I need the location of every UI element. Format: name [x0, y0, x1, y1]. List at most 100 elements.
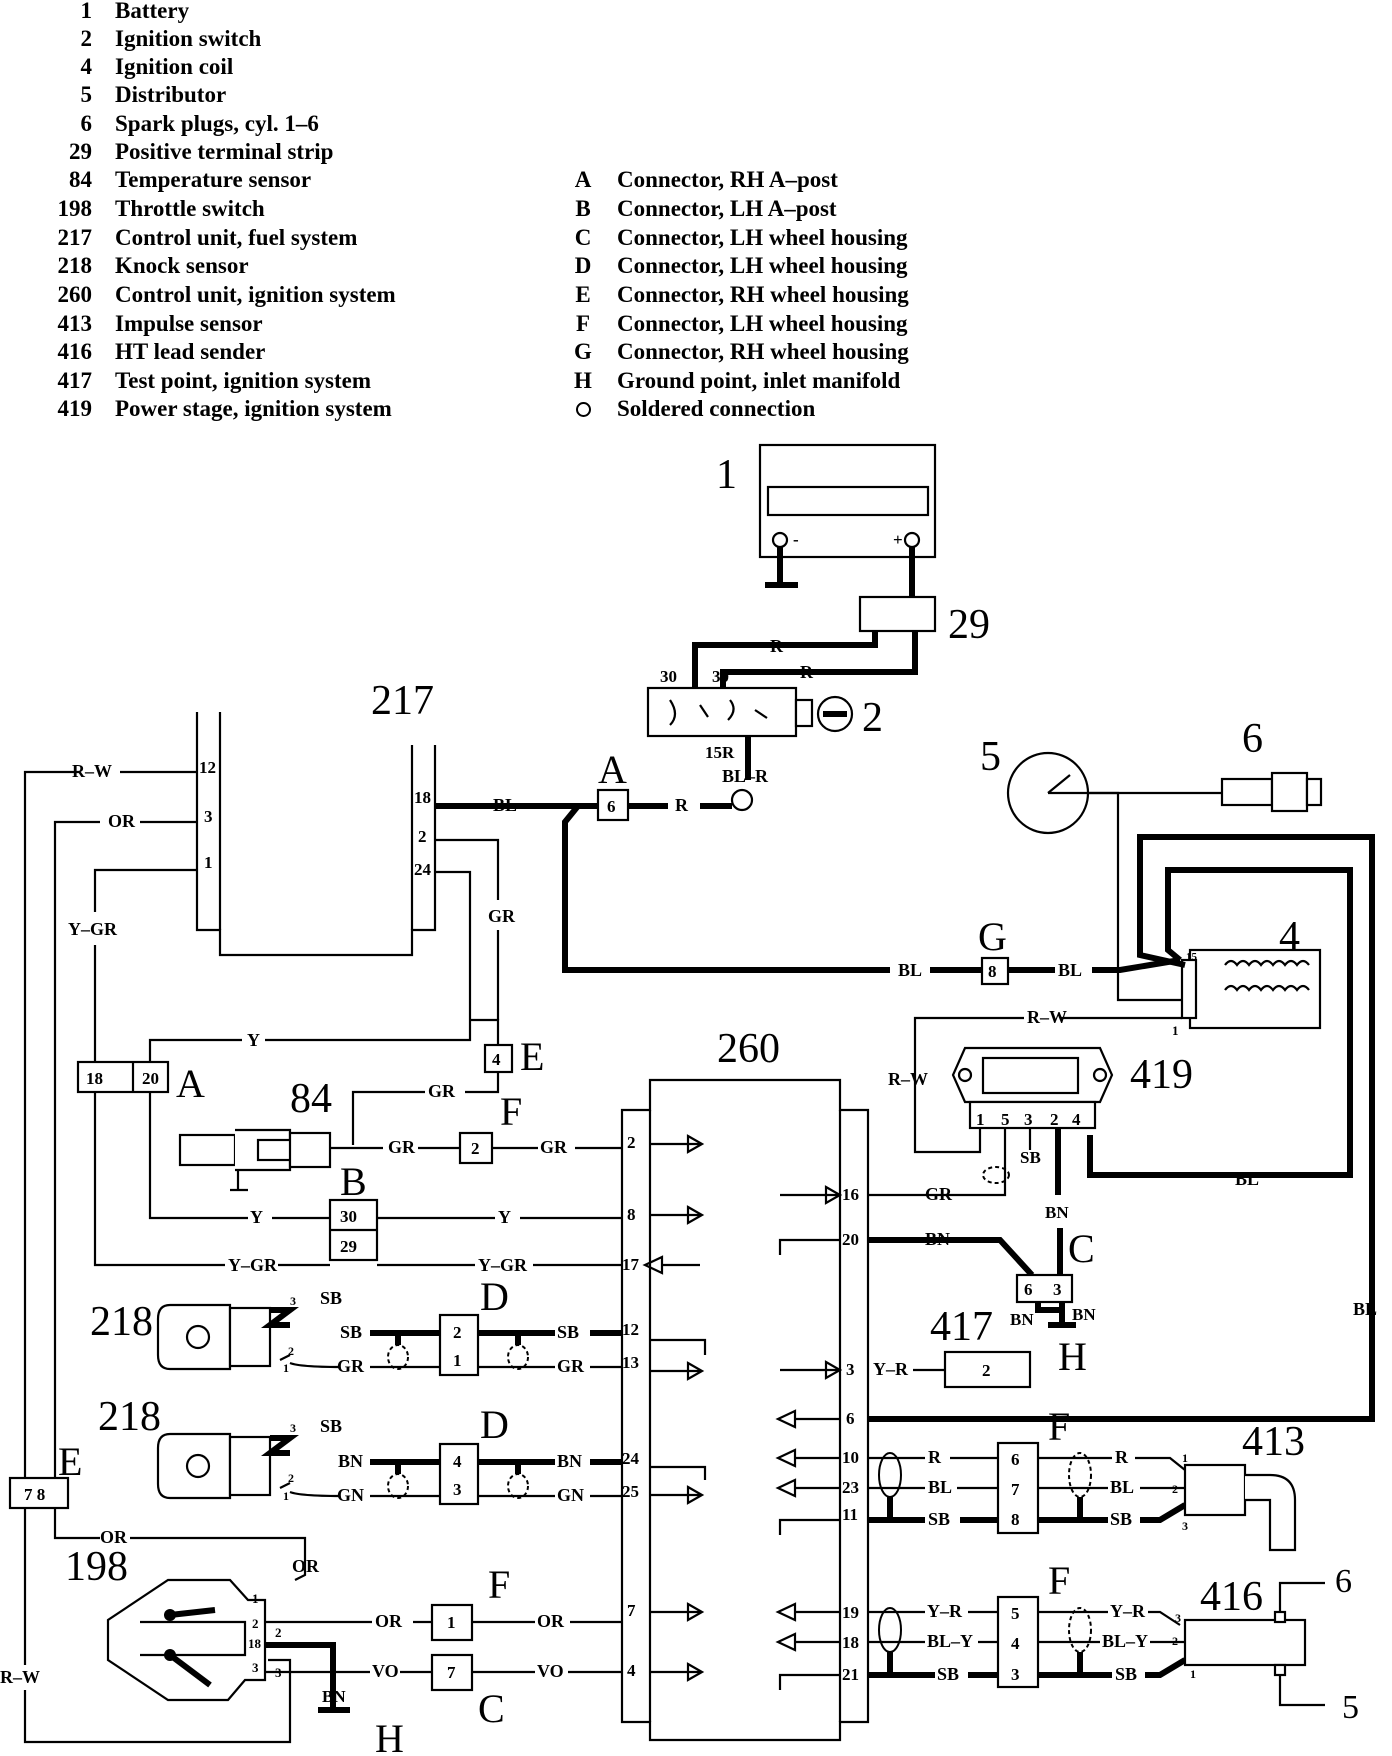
cu260-pin-16: 16	[842, 1185, 859, 1204]
cu260-pin-2: 2	[627, 1133, 636, 1152]
wire-label-sb: SB	[320, 1416, 342, 1436]
wire-label-bl-r: BL–R	[722, 766, 769, 786]
legend-number: 1	[80, 0, 93, 23]
ignition-coil: 4 15 1	[1172, 914, 1322, 1038]
cu260-pin-4: 4	[627, 1661, 636, 1680]
right-grounds	[778, 1238, 840, 1690]
legend-text: Connector, LH wheel housing	[617, 225, 908, 250]
fuel-control-unit-number: 217	[371, 678, 434, 724]
legend-number: 218	[57, 253, 93, 278]
legend-item: 5 Distributor	[0, 81, 480, 109]
legend-letter: E	[575, 282, 591, 307]
test-point	[943, 1350, 1032, 1389]
wire-label-r-w: R–W	[1027, 1007, 1067, 1027]
soldered-connection-symbol	[570, 395, 596, 424]
wire-bl-6	[868, 834, 1375, 1422]
legend-text: Temperature sensor	[115, 167, 312, 192]
wire-label-r: R	[928, 1447, 942, 1467]
wire-label-bl: BL	[1058, 960, 1082, 980]
wire-label-gr: GR	[925, 1184, 953, 1204]
coil-terminal-15: 15	[1186, 951, 1198, 963]
legend-letter: C	[574, 225, 592, 250]
legend-text: Connector, RH wheel housing	[617, 339, 909, 364]
cu217-pin-1: 1	[204, 853, 213, 872]
legend-number: 413	[57, 311, 93, 336]
legend-text: Ground point, inlet manifold	[617, 368, 901, 393]
cu260-pin-8: 8	[627, 1205, 636, 1224]
legend-number: 419	[57, 396, 93, 421]
imp-pin-2: 2	[1172, 1482, 1178, 1496]
legend-text: Distributor	[115, 82, 227, 107]
wire-r-2	[720, 631, 918, 688]
cu260-pin-12: 12	[622, 1320, 639, 1339]
wire-label-bl: BL	[898, 960, 922, 980]
impulse-sensor-number: 413	[1242, 1419, 1305, 1465]
wire-label-sb: SB	[557, 1322, 579, 1342]
battery-negative-label: -	[793, 530, 799, 549]
connector-f-label: F	[500, 1089, 522, 1134]
ps-pin-1: 1	[976, 1110, 985, 1129]
ground-h2-label: H	[375, 1716, 404, 1756]
ps-pin-2: 2	[1050, 1110, 1059, 1129]
legend-text: Control unit, fuel system	[115, 225, 358, 250]
cu260-pin-18: 18	[842, 1633, 859, 1652]
terminal-strip	[858, 595, 937, 633]
cu260-pin-10: 10	[842, 1448, 859, 1467]
arrow-17	[642, 1255, 700, 1275]
ignition-switch: 30 30 15R 2	[646, 667, 883, 762]
right-input-arrows	[780, 1185, 843, 1380]
legend-text: Connector, RH wheel housing	[617, 282, 909, 307]
legend-text: Connector, RH A–post	[617, 167, 838, 192]
wire-r-w-198	[23, 1508, 292, 1744]
cu260-pin-20: 20	[842, 1230, 859, 1249]
legend-number: 260	[57, 282, 93, 307]
wire-label-r: R	[1115, 1447, 1129, 1467]
cu217-pin-2: 2	[418, 827, 427, 846]
wire-label-gr: GR	[540, 1137, 568, 1157]
legend-text: HT lead sender	[115, 339, 266, 364]
soldered-connection	[730, 788, 754, 812]
wire-label-gr: GR	[557, 1356, 585, 1376]
imp-pin-3: 3	[1182, 1519, 1188, 1533]
throttle-switch-number: 198	[65, 1544, 128, 1590]
connector-e2-pins: 7 8	[24, 1485, 45, 1504]
legend-text: Power stage, ignition system	[115, 396, 392, 421]
connector-f-pin: 2	[471, 1139, 480, 1158]
connector-d2-top: 4	[453, 1452, 462, 1471]
knock-sensor-1: 218	[90, 1299, 272, 1371]
connector-d1-label: D	[480, 1274, 509, 1319]
knock-sensor-2-number: 218	[98, 1394, 161, 1440]
wire-label-y-r: Y–R	[873, 1359, 909, 1379]
switch-terminal-15r: 15R	[705, 743, 735, 762]
legend-text: Connector, LH A–post	[617, 196, 837, 221]
input-arrows	[650, 1134, 705, 1682]
ht-pin-3: 3	[1175, 1611, 1181, 1625]
wire-y-8	[148, 1092, 622, 1220]
battery: - + 1	[716, 443, 937, 559]
connector-e2-label: E	[58, 1439, 82, 1484]
legend-number: 5	[80, 82, 93, 107]
connector-e2	[8, 1476, 70, 1510]
wire-label-bn: BN	[322, 1687, 346, 1706]
output-arrows	[775, 1409, 840, 1652]
wire-gr-16	[868, 1128, 1007, 1197]
connector-d2	[438, 1442, 480, 1506]
wire-label-bl: BL	[1235, 1169, 1259, 1189]
legend-item: Soldered connection	[570, 395, 990, 423]
cu260-pin-17: 17	[622, 1255, 640, 1274]
wire-gr-84	[351, 1072, 500, 1145]
knock-sensor-1-number: 218	[90, 1299, 153, 1345]
cu260-pin-19: 19	[842, 1603, 859, 1622]
wire-label-bn: BN	[557, 1451, 582, 1471]
legend-number: 217	[57, 225, 93, 250]
